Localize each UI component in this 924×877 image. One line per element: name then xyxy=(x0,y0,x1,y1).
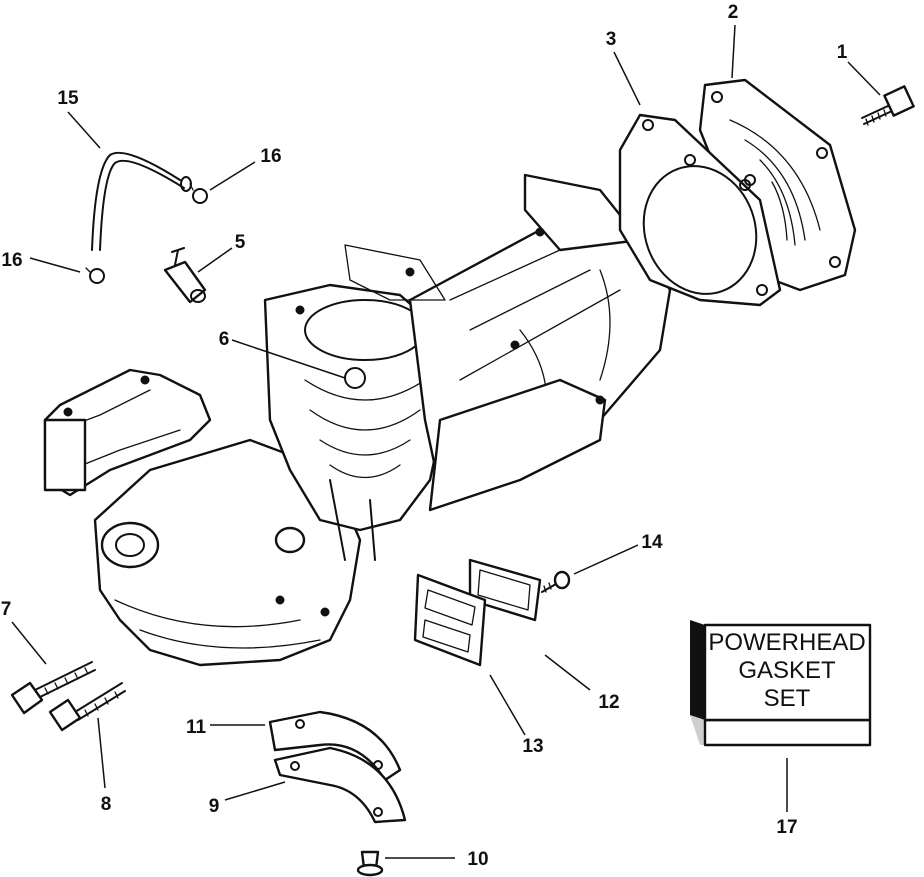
long-bolt-upper xyxy=(10,661,96,715)
gasket-set-line2: GASKET xyxy=(738,657,836,684)
callout-3: 3 xyxy=(606,29,617,50)
hose xyxy=(91,151,192,251)
gasket-set-line1: POWERHEAD xyxy=(708,629,865,656)
callout-16-lower: 16 xyxy=(1,250,22,271)
callout-10: 10 xyxy=(467,849,488,870)
cover-plate xyxy=(273,746,407,824)
head-gasket xyxy=(618,113,782,307)
callout-11: 11 xyxy=(186,717,207,738)
fitting xyxy=(163,247,207,304)
gasket-set-box: POWERHEAD GASKET SET xyxy=(690,620,872,747)
callout-12: 12 xyxy=(598,692,619,713)
callout-6: 6 xyxy=(219,329,230,350)
hose-clamp-upper xyxy=(189,183,208,204)
callout-14: 14 xyxy=(641,532,663,553)
callout-2: 2 xyxy=(728,2,739,23)
hose-clamp-lower xyxy=(85,267,105,284)
cylinder-block xyxy=(43,173,672,667)
cover-gasket xyxy=(268,710,402,782)
reed-plate-lower xyxy=(413,573,487,667)
reed-plate-upper xyxy=(468,558,542,622)
gasket-set-line3: SET xyxy=(764,685,811,712)
plate-screw xyxy=(356,850,384,877)
callout-5: 5 xyxy=(235,232,246,253)
reed-screw xyxy=(541,570,571,593)
callout-13: 13 xyxy=(522,736,543,757)
callout-7: 7 xyxy=(1,599,12,620)
head-bolt xyxy=(861,85,915,126)
callout-8: 8 xyxy=(101,794,112,815)
callout-15: 15 xyxy=(57,88,79,109)
callout-16-upper: 16 xyxy=(260,146,281,167)
callout-labels: 1 2 3 5 6 7 8 9 10 11 12 13 14 15 16 16 … xyxy=(1,2,848,870)
callout-17: 17 xyxy=(776,817,797,838)
leader-lines xyxy=(11,24,881,859)
long-bolt-lower xyxy=(48,682,126,732)
callout-9: 9 xyxy=(209,796,220,817)
callout-1: 1 xyxy=(837,42,848,63)
